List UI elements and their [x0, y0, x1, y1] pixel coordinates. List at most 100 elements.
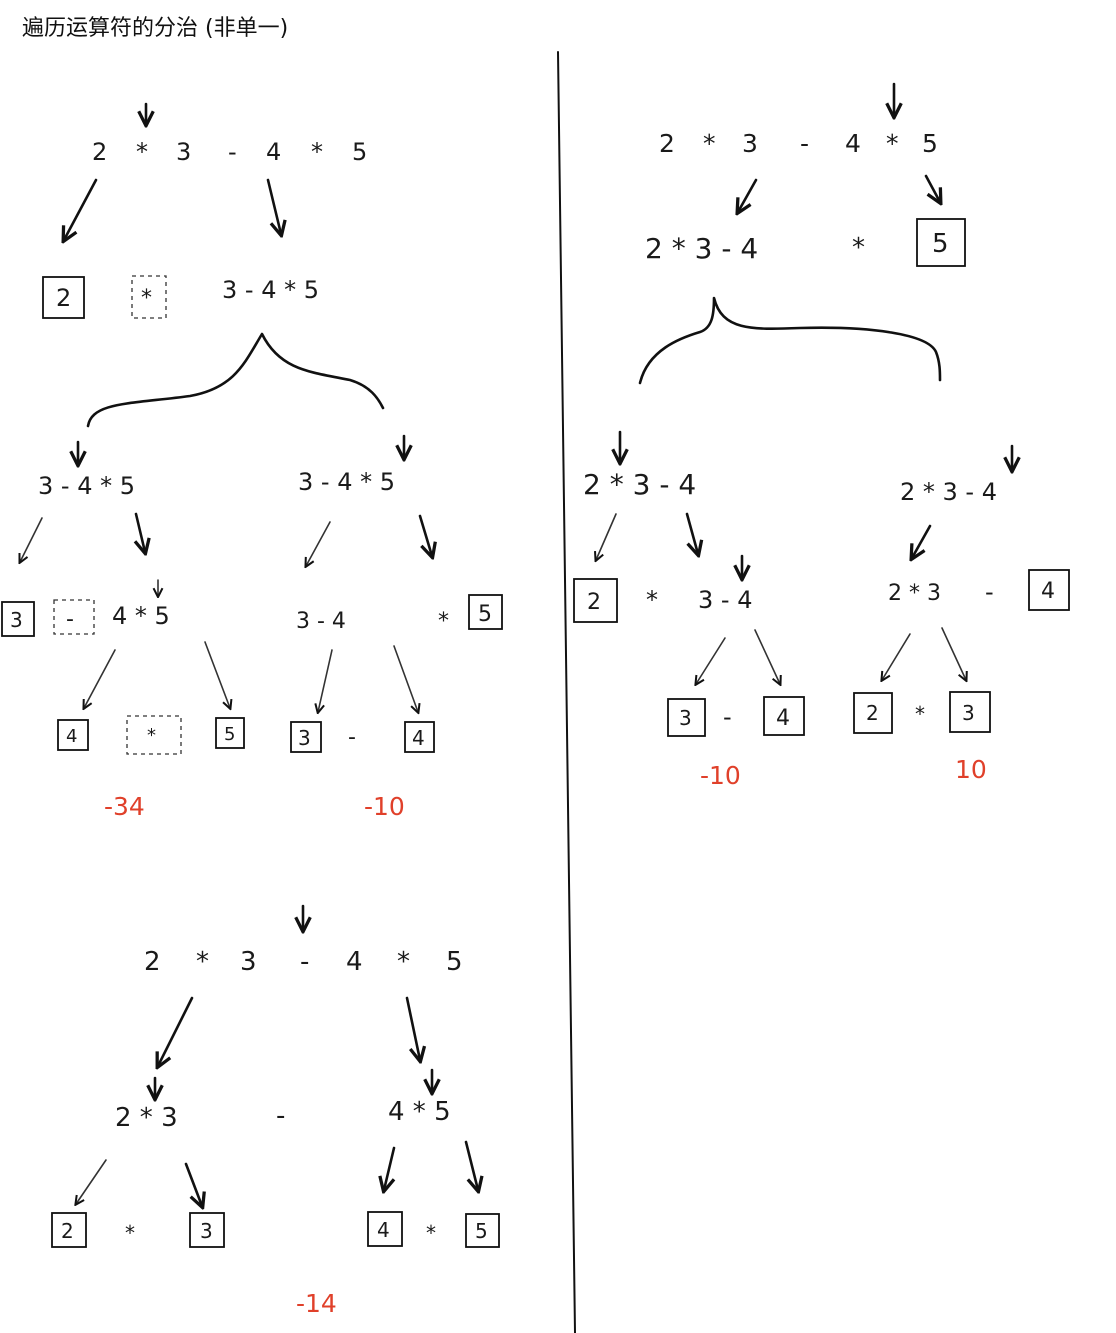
split-arrow — [204, 641, 230, 708]
expr-token: * — [886, 129, 899, 158]
split-arrow — [596, 513, 617, 560]
operator-dashed-box — [131, 275, 167, 319]
split-arrow — [384, 1146, 396, 1190]
leaf-value: 3 — [10, 608, 23, 632]
brace — [86, 332, 385, 428]
expr-token: 4 — [346, 947, 363, 977]
operator-dashed-box — [53, 599, 95, 635]
expression-row: 2 * 3 - 4 * 5 — [144, 947, 463, 977]
expr-token: 3 — [176, 138, 191, 166]
leaf-box — [42, 276, 85, 319]
split-arrow — [84, 649, 116, 708]
operator: - — [348, 725, 356, 750]
split-arrow — [924, 174, 940, 202]
leaf-box — [853, 692, 893, 734]
sub-expression: 3 - 4 * 5 — [38, 472, 135, 500]
expr-token: * — [136, 138, 148, 166]
expr-token: * — [703, 129, 716, 158]
split-arrow — [20, 517, 43, 562]
expr-token: 5 — [352, 138, 367, 166]
operator-dashed-box — [126, 715, 182, 755]
leaf-box — [468, 594, 503, 630]
expr-token: 4 — [266, 138, 281, 166]
expr-token: 3 — [742, 129, 758, 158]
leaf-value: 5 — [224, 724, 235, 745]
leaf-value: 2 — [61, 1219, 74, 1243]
split-arrow — [685, 512, 698, 554]
operator: * — [438, 609, 449, 634]
leaf-box — [949, 691, 991, 733]
split-arrow — [266, 178, 281, 234]
split-arrow — [464, 1140, 478, 1190]
leaf-value: 3 — [200, 1219, 213, 1243]
page-title: 遍历运算符的分治 (非单一) — [22, 16, 288, 41]
operator: * — [646, 586, 658, 614]
sub-expression: 2 * 3 - 4 — [583, 468, 696, 501]
leaf-value: 2 — [866, 701, 879, 725]
result-value: -34 — [104, 792, 145, 821]
panel-c: 2 * 3 - 4 * 5 2 * 3 - 4 * 5 2 * 3 4 * 5 … — [51, 904, 500, 1318]
sub-expression: 4 * 5 — [112, 602, 170, 630]
split-arrow — [318, 649, 333, 712]
leaf-value: 5 — [475, 1219, 488, 1243]
leaf-box — [763, 696, 805, 736]
expression-row: 2 * 3 - 4 * 5 — [92, 138, 367, 166]
sub-expression: 3 - 4 — [698, 586, 752, 614]
expression-row: 2 * 3 - 4 * 5 — [659, 129, 938, 158]
leaf-box — [916, 218, 966, 267]
leaf-value: 4 — [412, 726, 425, 750]
operator: - — [276, 1101, 285, 1131]
sub-expression: 3 - 4 * 5 — [298, 468, 395, 496]
result-value: 10 — [955, 755, 987, 784]
panel-a: 2 * 3 - 4 * 5 2 * 3 - 4 * 5 3 - 4 * 5 3 … — [1, 102, 503, 821]
expr-token: * — [397, 947, 410, 977]
leaf-value: 3 — [298, 726, 311, 750]
split-arrow — [941, 627, 966, 680]
leaf-box — [189, 1212, 225, 1248]
result-value: -14 — [296, 1289, 337, 1318]
leaf-value: 5 — [932, 229, 949, 259]
expr-token: - — [300, 947, 309, 977]
split-arrow — [64, 178, 98, 240]
split-arrow — [158, 996, 194, 1066]
leaf-value: 4 — [776, 706, 790, 731]
expr-token: 2 — [659, 129, 675, 158]
operator: * — [141, 286, 152, 311]
operator: - — [66, 607, 74, 632]
leaf-box — [51, 1212, 87, 1248]
split-arrow — [136, 512, 145, 552]
result-value: -10 — [700, 761, 741, 790]
leaf-value: 3 — [679, 706, 692, 730]
expr-token: * — [311, 138, 323, 166]
leaf-value: 4 — [377, 1218, 390, 1242]
sub-expression: 2 * 3 - 4 — [900, 478, 997, 506]
expr-token: 2 — [144, 947, 161, 977]
expr-token: * — [196, 947, 209, 977]
split-arrow — [306, 521, 331, 566]
sub-expression: 2 * 3 - 4 — [645, 232, 758, 265]
leaf-box — [667, 698, 706, 737]
split-arrow — [696, 637, 726, 684]
split-arrow — [738, 178, 758, 212]
expr-token: 2 — [92, 138, 107, 166]
sub-expression: 3 - 4 * 5 — [222, 276, 319, 304]
sub-expression: 4 * 5 — [388, 1097, 451, 1127]
leaf-value: 4 — [66, 726, 77, 747]
leaf-box — [367, 1211, 403, 1247]
expr-token: - — [228, 138, 237, 166]
operator: * — [915, 702, 925, 726]
split-arrow — [754, 629, 780, 684]
leaf-value: 4 — [1041, 579, 1055, 604]
brace — [638, 296, 942, 385]
expr-token: 5 — [922, 129, 938, 158]
result-value: -10 — [364, 792, 405, 821]
leaf-box — [573, 578, 618, 623]
operator: - — [723, 703, 732, 731]
split-arrow — [418, 514, 432, 556]
split-arrow — [882, 633, 911, 680]
split-arrow — [393, 645, 418, 712]
expr-token: 5 — [446, 947, 463, 977]
leaf-box — [465, 1213, 500, 1248]
leaf-value: 2 — [56, 284, 71, 312]
